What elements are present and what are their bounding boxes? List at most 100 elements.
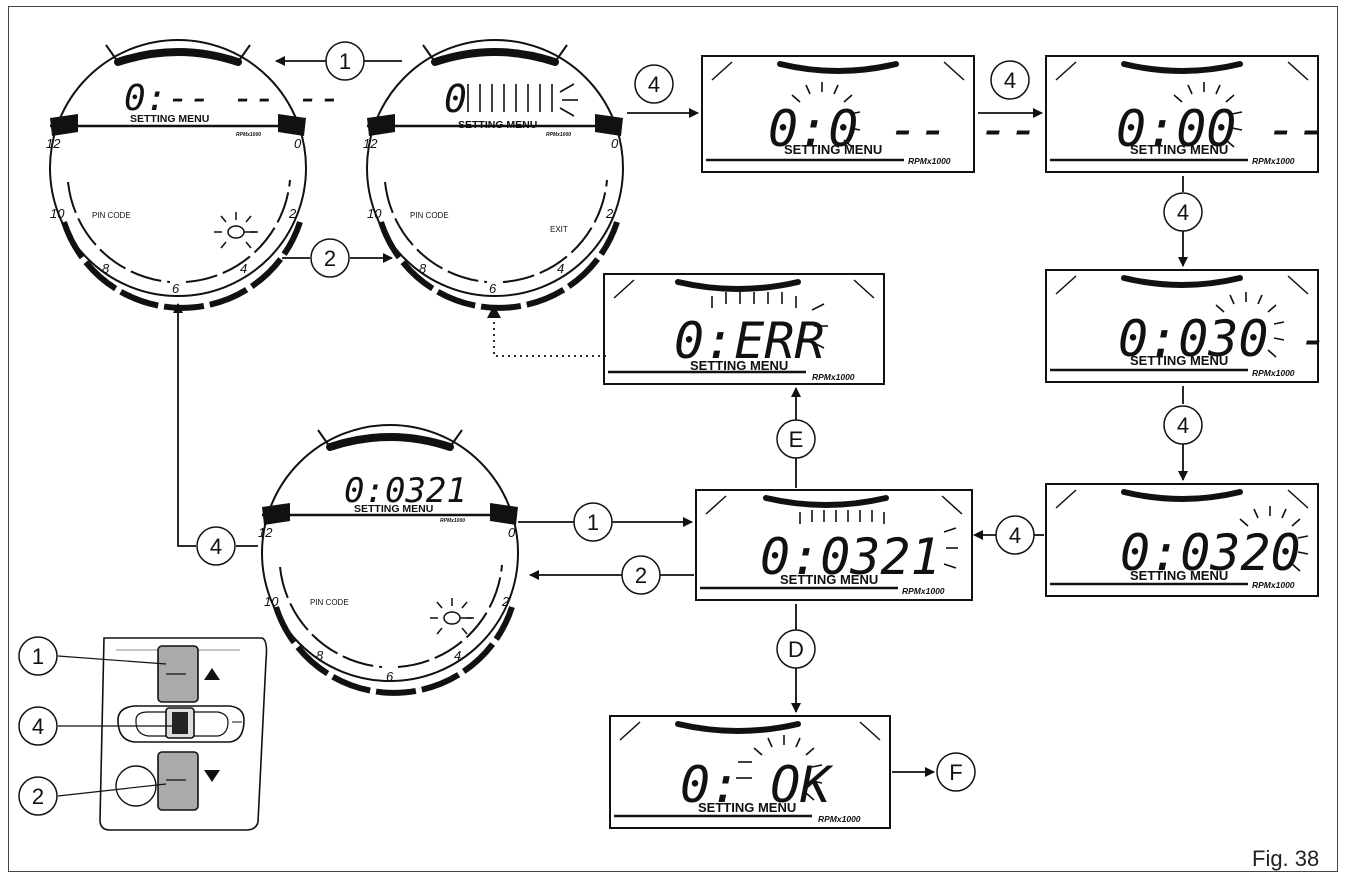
display-text: 0:-- -- --: [124, 78, 341, 119]
step-circle-2: 2: [310, 238, 350, 278]
svg-text:4: 4: [1009, 523, 1021, 548]
tick-12: 12: [46, 136, 61, 151]
tick-0: 0: [611, 136, 619, 151]
tick-6: 6: [489, 281, 497, 296]
rpm-label: RPMx1000: [546, 132, 571, 138]
step-circle-4: 4: [995, 515, 1035, 555]
step-circle-e: E: [776, 419, 816, 459]
display-text: 0:0321: [760, 528, 941, 586]
switch-callout-4: 4: [18, 706, 58, 746]
display-rect-2: 0:00 -- -- SETTING MENU RPMx1000: [1045, 55, 1348, 173]
display-rect-4: 0:0320 SETTING MENU RPMx1000: [1045, 483, 1319, 597]
flow-arrows: [173, 56, 1188, 777]
rpm-label: RPMx1000: [236, 132, 261, 138]
tick-2: 2: [288, 206, 297, 221]
tick-2: 2: [605, 206, 614, 221]
svg-text:4: 4: [1004, 68, 1016, 93]
svg-text:1: 1: [339, 49, 351, 74]
step-circle-4: 4: [196, 526, 236, 566]
svg-text:2: 2: [635, 563, 647, 588]
setting-menu-label: SETTING MENU: [1130, 142, 1228, 157]
svg-text:4: 4: [1177, 200, 1189, 225]
rpm-label: RPMx1000: [902, 586, 945, 596]
step-labels: 1 2 4 4 4 4 4 1 2 4 E D F: [196, 41, 1203, 792]
setting-menu-label: SETTING MENU: [698, 800, 796, 815]
blinking-segments: [467, 83, 578, 117]
svg-text:4: 4: [210, 534, 222, 559]
rpm-label: RPMx1000: [812, 372, 855, 382]
tick-6: 6: [386, 669, 394, 684]
setting-menu-label: SETTING MENU: [1130, 353, 1228, 368]
tick-4: 4: [240, 261, 247, 276]
pin-code-label: PIN CODE: [410, 211, 449, 220]
rpm-label: RPMx1000: [1252, 368, 1295, 378]
pin-code-label: PIN CODE: [92, 211, 131, 220]
tick-8: 8: [102, 261, 110, 276]
display-text: 0:0321: [344, 471, 467, 511]
rpm-label: RPMx1000: [1252, 156, 1295, 166]
svg-text:4: 4: [1177, 413, 1189, 438]
svg-text:4: 4: [648, 72, 660, 97]
svg-text:2: 2: [32, 784, 44, 809]
tick-12: 12: [363, 136, 378, 151]
svg-text:E: E: [789, 427, 804, 452]
svg-text:2: 2: [324, 246, 336, 271]
tick-12: 12: [258, 525, 273, 540]
tick-4: 4: [454, 648, 461, 663]
rpm-label: RPMx1000: [1252, 580, 1295, 590]
display-rect-3: 0:030 - SETTING MENU RPMx1000: [1045, 269, 1329, 383]
down-button[interactable]: [157, 751, 199, 811]
display-text: 0: OK: [680, 756, 834, 814]
step-circle-2: 2: [621, 555, 661, 595]
step-circle-f: F: [936, 752, 976, 792]
handlebar-switch: 1 4 2: [18, 636, 268, 831]
tick-2: 2: [501, 594, 510, 609]
setting-menu-label: SETTING MENU: [130, 113, 209, 125]
figure-label: Fig. 38: [1252, 846, 1319, 871]
step-circle-1: 1: [325, 41, 365, 81]
tick-0: 0: [294, 136, 302, 151]
display-rect-ok: 0: OK SETTING MENU RPMx1000: [609, 715, 891, 829]
display-text: 0:0320: [1120, 524, 1301, 582]
display-text: 0:0 -- --: [768, 100, 1039, 158]
step-circle-4: 4: [634, 64, 674, 104]
blinking-key-icon: [213, 211, 259, 249]
rpm-label: RPMx1000: [818, 814, 861, 824]
tick-0: 0: [508, 525, 516, 540]
tick-10: 10: [50, 206, 65, 221]
dashboard-dial-b: 0 SETTING MENU RPMx1000 PIN CODE EXIT 12…: [363, 39, 624, 311]
step-circle-4: 4: [990, 60, 1030, 100]
dashboard-dial-a: 0:-- -- -- SETTING MENU RPMx1000 PIN COD…: [46, 39, 341, 311]
svg-text:F: F: [949, 760, 962, 785]
svg-text:1: 1: [32, 644, 44, 669]
display-text: 0:ERR: [674, 312, 825, 370]
tick-10: 10: [367, 206, 382, 221]
blinking-key-icon: [429, 597, 475, 635]
display-rect-1: 0:0 -- -- SETTING MENU RPMx1000: [701, 55, 1039, 173]
setting-menu-label: SETTING MENU: [780, 572, 878, 587]
dotted-arrow-head: [487, 305, 501, 318]
display-text: 0: [444, 77, 467, 121]
up-arrow-icon: [204, 668, 220, 680]
step-circle-4: 4: [1163, 192, 1203, 232]
setting-menu-label: SETTING MENU: [784, 142, 882, 157]
step-circle-d: D: [776, 629, 816, 669]
setting-menu-label: SETTING MENU: [458, 119, 537, 131]
display-rect-err: 0:ERR SETTING MENU RPMx1000: [603, 273, 885, 385]
down-arrow-icon: [204, 770, 220, 782]
setting-menu-label: SETTING MENU: [690, 358, 788, 373]
setting-menu-label: SETTING MENU: [354, 503, 433, 515]
svg-text:1: 1: [587, 510, 599, 535]
tick-8: 8: [316, 648, 324, 663]
svg-text:4: 4: [32, 714, 44, 739]
tick-8: 8: [419, 261, 427, 276]
tick-4: 4: [557, 261, 564, 276]
pin-code-label: PIN CODE: [310, 598, 349, 607]
step-circle-1: 1: [573, 502, 613, 542]
figure-frame: [8, 6, 1338, 872]
rpm-label: RPMx1000: [908, 156, 951, 166]
rpm-label: RPMx1000: [440, 518, 465, 524]
dashboard-dial-c: 0:0321 SETTING MENU RPMx1000 PIN CODE 12…: [258, 424, 519, 696]
tick-6: 6: [172, 281, 180, 296]
